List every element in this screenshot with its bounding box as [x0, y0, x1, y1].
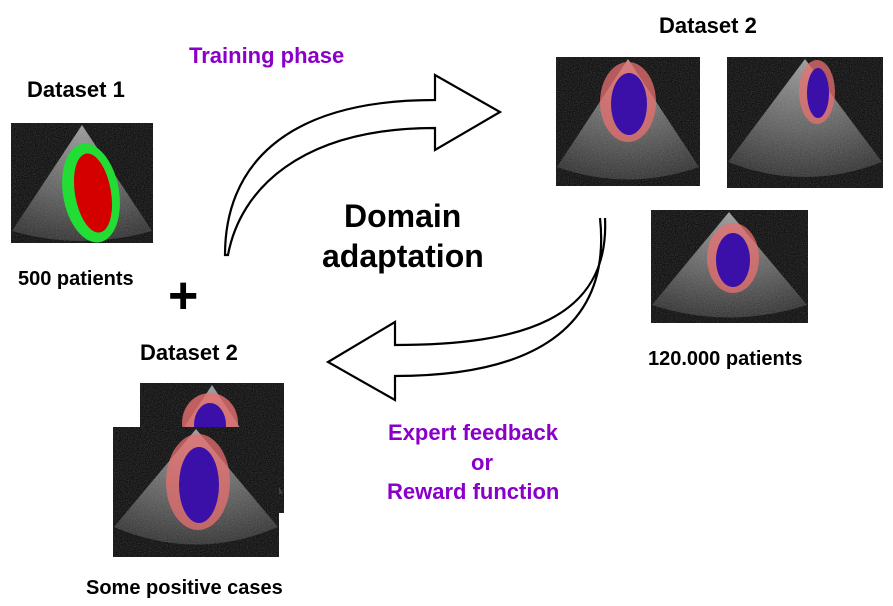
- plus-sign: +: [168, 267, 199, 325]
- domain-adaptation-line1: Domain: [344, 198, 462, 234]
- positive-cases-caption: Some positive cases: [86, 577, 283, 599]
- domain-adaptation-line2: adaptation: [322, 238, 484, 274]
- training-phase-label: Training phase: [189, 43, 345, 68]
- dataset2-right-title: Dataset 2: [659, 13, 757, 38]
- dataset2-echo-image-3: [651, 210, 808, 323]
- dataset2-right-count: 120.000 patients: [648, 348, 803, 370]
- dataset2-left-title: Dataset 2: [140, 340, 238, 365]
- positive-case-image-front: [113, 427, 279, 557]
- feedback-line2: or: [471, 450, 493, 475]
- feedback-arrow: [325, 217, 607, 402]
- dataset1-echo-image: [11, 123, 153, 243]
- feedback-line3: Reward function: [387, 479, 560, 504]
- dataset1-title: Dataset 1: [27, 77, 125, 102]
- dataset2-echo-image-1: [556, 57, 700, 186]
- training-arrow: [223, 73, 503, 257]
- feedback-line1: Expert feedback: [388, 420, 558, 445]
- dataset2-echo-image-2: [727, 57, 883, 188]
- dataset1-count: 500 patients: [18, 268, 134, 290]
